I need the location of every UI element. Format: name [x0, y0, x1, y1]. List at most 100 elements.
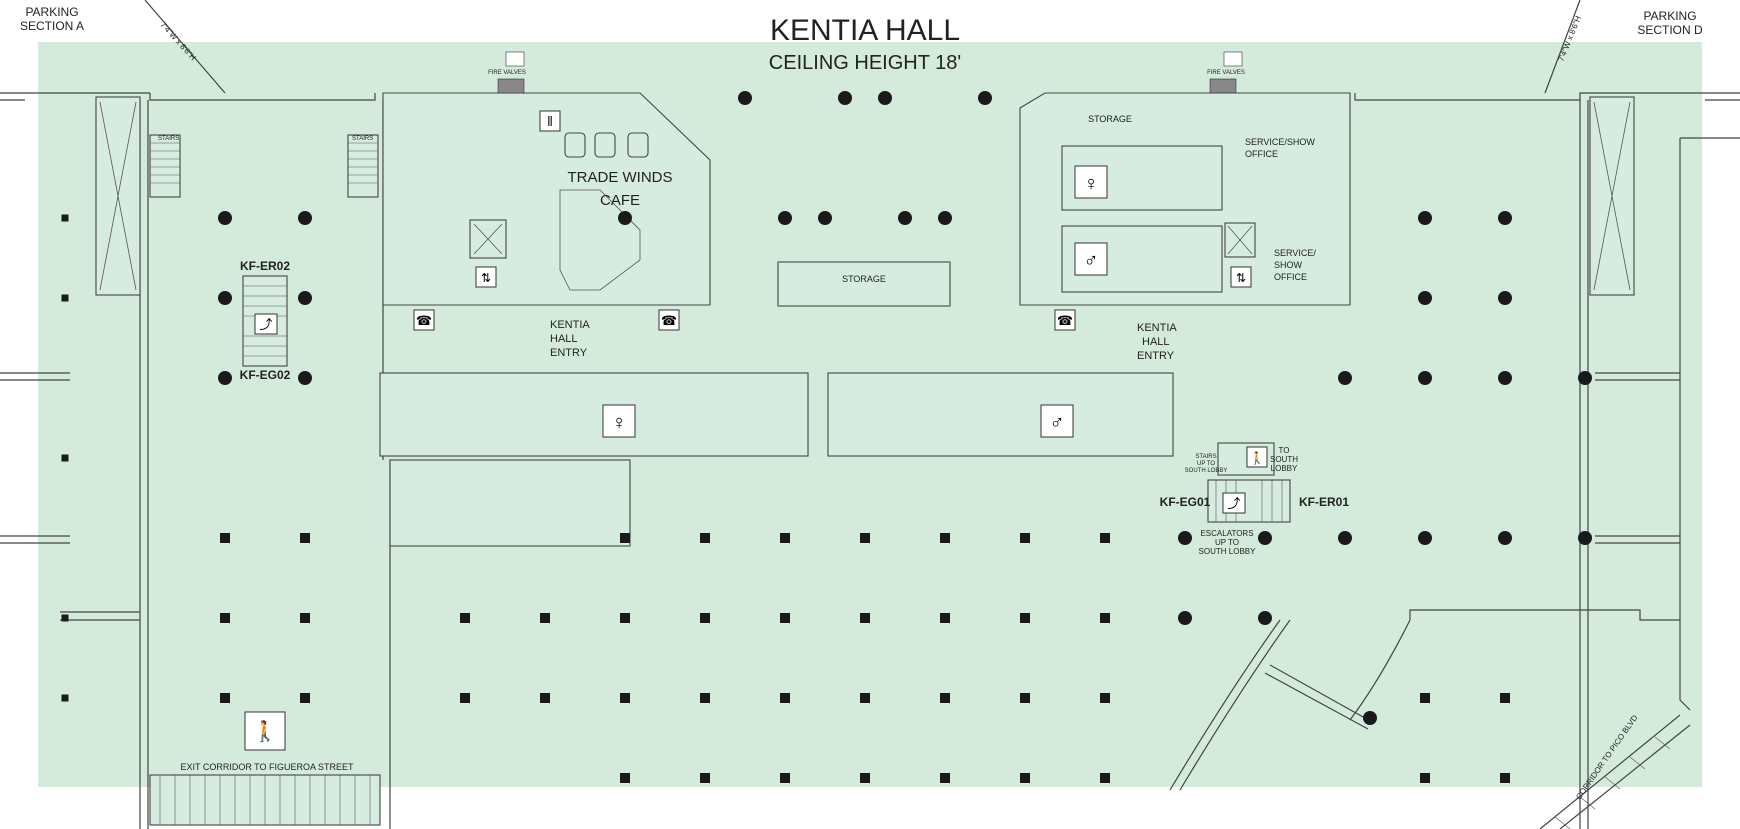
fire-valves-label-2: FIRE VALVES	[1207, 70, 1245, 76]
column-square	[61, 454, 69, 462]
escalator-code-eg02: KF-EG02	[240, 368, 291, 382]
shafts	[95, 96, 1635, 296]
column-round	[1338, 531, 1352, 545]
column-round	[1363, 711, 1377, 725]
south-lobby-to-2: SOUTH	[1270, 455, 1298, 464]
column-square	[61, 614, 69, 622]
columns	[61, 91, 1592, 783]
column-round	[1578, 531, 1592, 545]
column-square	[620, 773, 630, 783]
column-round	[1418, 291, 1432, 305]
column-round	[1498, 371, 1512, 385]
phone-icon	[1054, 309, 1076, 331]
column-square	[1100, 773, 1110, 783]
outer-walls	[0, 92, 1740, 829]
parking-a-line2: SECTION A	[20, 19, 84, 33]
entry-left-1: KENTIA	[550, 319, 590, 331]
column-square	[780, 613, 790, 623]
exit-corridor-label: EXIT CORRIDOR TO FIGUEROA STREET	[180, 762, 354, 772]
column-square	[1500, 693, 1510, 703]
column-round	[298, 371, 312, 385]
column-square	[220, 613, 230, 623]
column-round	[978, 91, 992, 105]
column-square	[460, 613, 470, 623]
restaurant-icon	[539, 110, 561, 132]
column-square	[1100, 533, 1110, 543]
fire-valves: FIRE VALVES FIRE VALVES	[488, 51, 1245, 94]
svg-text:⤴: ⤴	[1227, 496, 1240, 511]
column-round	[1498, 531, 1512, 545]
column-square	[620, 533, 630, 543]
escalator-code-er02: KF-ER02	[240, 259, 290, 273]
column-round	[618, 211, 632, 225]
middle-restrooms: ♀ ♂	[379, 372, 1174, 547]
column-round	[1578, 371, 1592, 385]
column-square	[940, 533, 950, 543]
column-square	[220, 693, 230, 703]
column-round	[1498, 291, 1512, 305]
escalators-up-2: UP TO	[1215, 538, 1239, 547]
cafe-block: ⫴ TRADE WINDS CAFE ⇅	[382, 92, 711, 306]
column-square	[700, 693, 710, 703]
svg-text:☎: ☎	[661, 313, 677, 328]
column-square	[860, 613, 870, 623]
column-square	[300, 613, 310, 623]
restroom-men-icon	[1074, 242, 1108, 276]
service-office-1-line2: OFFICE	[1245, 149, 1278, 159]
south-lobby-stairs-1: STAIRS	[1195, 454, 1216, 460]
south-lobby-to-1: TO	[1279, 446, 1290, 455]
column-round	[938, 211, 952, 225]
restroom-men-icon	[1040, 404, 1074, 438]
column-square	[940, 693, 950, 703]
column-square	[700, 613, 710, 623]
svg-text:⫴: ⫴	[547, 114, 552, 129]
south-lobby-stairs-3: SOUTH LOBBY	[1185, 468, 1228, 474]
curved-walls	[1169, 619, 1411, 791]
hall-title: KENTIA HALL	[770, 14, 960, 47]
escalators-up-1: ESCALATORS	[1200, 529, 1253, 538]
entry-right-2: HALL	[1142, 336, 1170, 348]
column-round	[298, 291, 312, 305]
escalator-code-er01: KF-ER01	[1299, 495, 1349, 509]
entry-left-2: HALL	[550, 333, 578, 345]
column-round	[1418, 371, 1432, 385]
column-round	[1418, 531, 1432, 545]
phones: ☎ ☎ ☎	[413, 309, 1076, 331]
column-square	[300, 533, 310, 543]
column-square	[1020, 693, 1030, 703]
column-round	[1178, 611, 1192, 625]
column-round	[818, 211, 832, 225]
column-square	[61, 214, 69, 222]
escalator-left: ⤴ KF-ER02 KF-EG02	[240, 259, 291, 382]
service-office-2-line1: SERVICE/	[1274, 248, 1316, 258]
column-square	[460, 693, 470, 703]
column-square	[540, 613, 550, 623]
column-square	[61, 294, 69, 302]
right-block: STORAGE SERVICE/SHOW OFFICE SERVICE/ SHO…	[1019, 92, 1351, 306]
column-square	[620, 613, 630, 623]
parking-d-line2: SECTION D	[1637, 23, 1703, 37]
phone-icon	[413, 309, 435, 331]
svg-text:♀: ♀	[1084, 173, 1099, 195]
column-square	[1020, 773, 1030, 783]
svg-text:♂: ♂	[1050, 412, 1065, 434]
restroom-women-icon	[602, 404, 636, 438]
column-square	[780, 693, 790, 703]
column-round	[298, 211, 312, 225]
column-square	[780, 533, 790, 543]
column-square	[1420, 773, 1430, 783]
south-lobby-stairs-2: UP TO	[1197, 461, 1215, 467]
fire-valves-label-1: FIRE VALVES	[488, 70, 526, 76]
svg-text:⇅: ⇅	[481, 271, 491, 285]
column-square	[780, 773, 790, 783]
escalator-icon	[1222, 492, 1246, 514]
column-round	[1258, 531, 1272, 545]
svg-text:⤴: ⤴	[259, 317, 272, 332]
stairs-left: STAIRS STAIRS	[149, 134, 379, 198]
column-round	[738, 91, 752, 105]
ceiling-height: CEILING HEIGHT 18'	[769, 52, 961, 74]
column-square	[61, 694, 69, 702]
cafe-label: CAFE	[600, 192, 640, 209]
center-storage: STORAGE	[777, 261, 951, 307]
column-square	[940, 613, 950, 623]
